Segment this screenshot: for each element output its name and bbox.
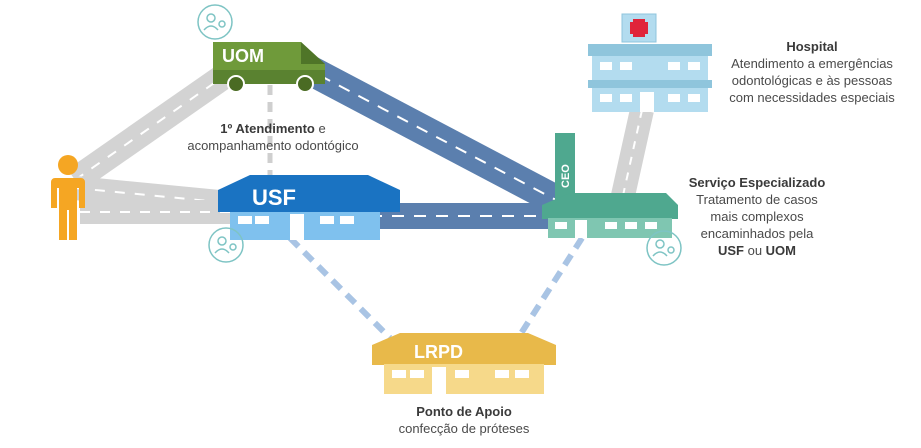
support-line1: confecção de próteses bbox=[398, 421, 530, 436]
specialized-title: Serviço Especializado bbox=[688, 175, 826, 190]
person-icon bbox=[51, 155, 85, 240]
road-person-uom bbox=[67, 54, 248, 191]
first-care-label: 1º Atendimento e acompanhamento odontógi… bbox=[168, 120, 378, 154]
specialized-or: ou bbox=[743, 243, 766, 258]
hospital-cross-icon bbox=[630, 19, 648, 37]
hospital-line3: com necessidades especiais bbox=[729, 90, 895, 105]
hospital-line1: Atendimento a emergências bbox=[731, 56, 893, 71]
support-title: Ponto de Apoio bbox=[416, 404, 512, 419]
first-care-title: 1º Atendimento bbox=[220, 121, 315, 136]
link-usf-lrpd bbox=[287, 235, 393, 341]
first-care-desc: acompanhamento odontógico bbox=[187, 138, 359, 153]
support-label: Ponto de Apoio confecção de próteses bbox=[364, 403, 564, 437]
dental-care-icon bbox=[208, 227, 244, 263]
dental-care-icon bbox=[197, 4, 233, 40]
specialized-uom: UOM bbox=[765, 243, 797, 258]
specialized-label: Serviço Especializado Tratamento de caso… bbox=[672, 174, 842, 259]
ceo-building: CEO bbox=[542, 133, 678, 238]
lrpd-label: LRPD bbox=[414, 342, 463, 362]
specialized-line1: Tratamento de casos bbox=[696, 192, 818, 207]
hospital-label: Hospital Atendimento a emergências odont… bbox=[712, 38, 912, 106]
uom-label: UOM bbox=[222, 46, 264, 66]
specialized-line3: encaminhados pela bbox=[700, 226, 814, 241]
uom-van: UOM bbox=[213, 42, 325, 93]
road-uom-ceo bbox=[293, 51, 582, 224]
dental-care-icon bbox=[646, 230, 682, 266]
specialized-line2: mais complexos bbox=[710, 209, 804, 224]
road-hospital-ceo bbox=[610, 107, 654, 203]
hospital-title: Hospital bbox=[786, 39, 838, 54]
ceo-label: CEO bbox=[560, 164, 572, 188]
link-ceo-lrpd bbox=[517, 236, 585, 337]
usf-label: USF bbox=[252, 185, 296, 210]
hospital-line2: odontológicas e às pessoas bbox=[731, 73, 893, 88]
specialized-usf: USF bbox=[717, 243, 744, 258]
usf-building: USF bbox=[218, 175, 400, 240]
first-care-conj: e bbox=[314, 121, 326, 136]
lrpd-building: LRPD bbox=[372, 333, 556, 394]
hospital-building bbox=[588, 13, 712, 112]
